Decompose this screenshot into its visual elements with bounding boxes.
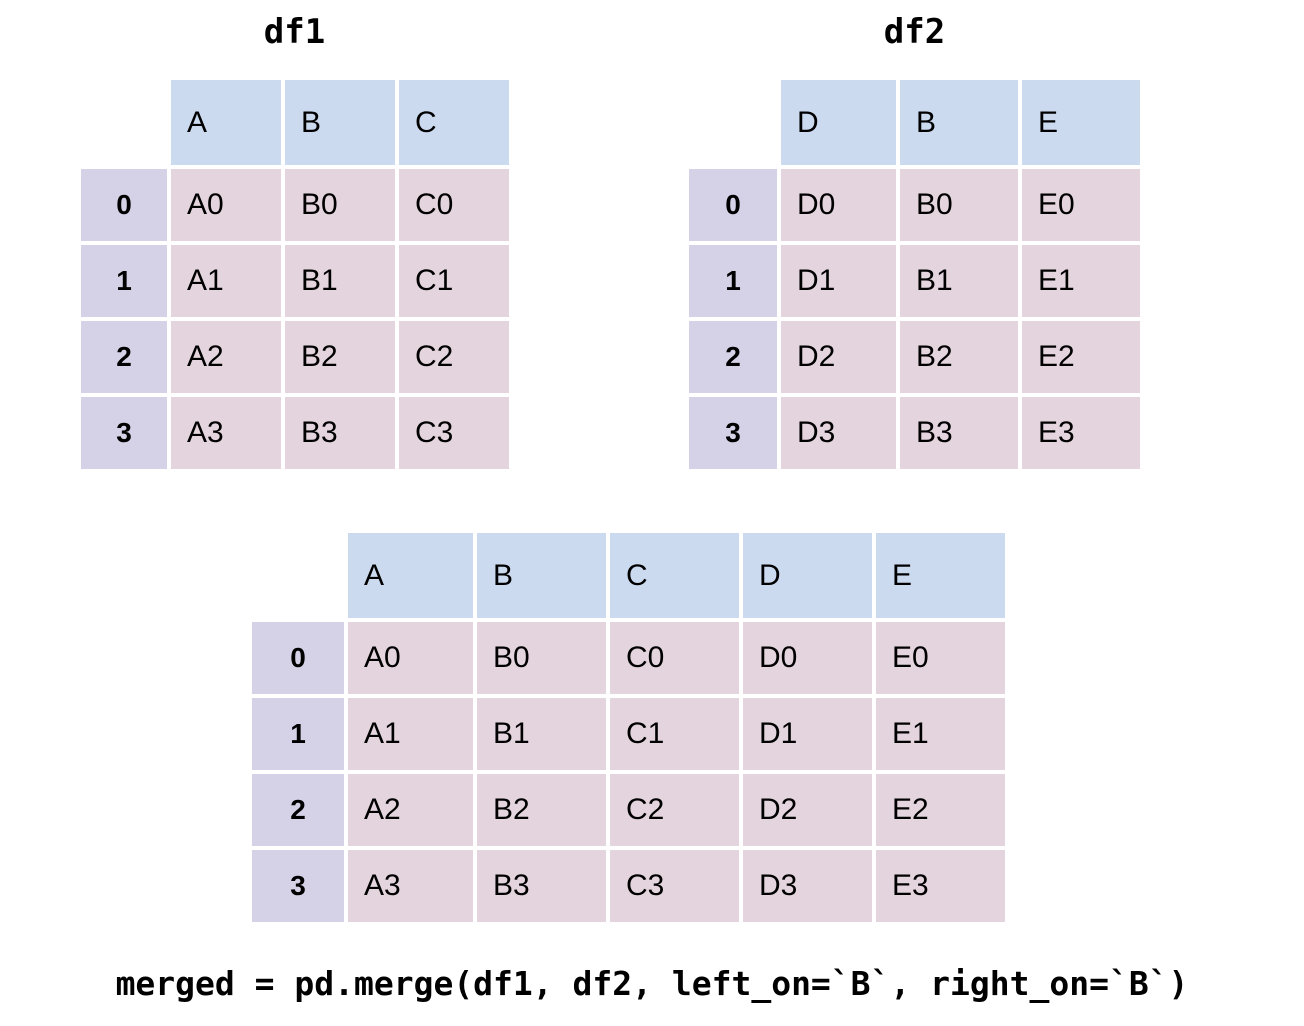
merged-cell-0-2: C0: [610, 622, 739, 694]
merged-row-index-3: 3: [252, 850, 344, 922]
df1-cell-2-1: B2: [285, 321, 395, 393]
merged-cell-0-3: D0: [743, 622, 872, 694]
df2-cell-1-1: B1: [900, 245, 1018, 317]
df1-cell-2-2: C2: [399, 321, 509, 393]
df1-grid: A B C 0 A0 B0 C0 1 A1 B1 C1 2 A2 B2 C2 3…: [81, 80, 509, 469]
df2-cell-0-2: E0: [1022, 169, 1140, 241]
merged-cell-3-1: B3: [477, 850, 606, 922]
df1-cell-1-1: B1: [285, 245, 395, 317]
merged-column-header-4: E: [876, 533, 1005, 618]
merged-cell-0-1: B0: [477, 622, 606, 694]
df1-column-header-1: B: [285, 80, 395, 165]
merged-column-header-0: A: [348, 533, 473, 618]
df1-cell-3-0: A3: [171, 397, 281, 469]
dataframe-df2: df2 D B E 0 D0 B0 E0 1 D1 B1 E1 2 D2 B2 …: [689, 10, 1140, 469]
merged-cell-3-2: C3: [610, 850, 739, 922]
merged-cell-2-3: D2: [743, 774, 872, 846]
df2-grid: D B E 0 D0 B0 E0 1 D1 B1 E1 2 D2 B2 E2 3…: [689, 80, 1140, 469]
merged-cell-1-3: D1: [743, 698, 872, 770]
df1-cell-1-0: A1: [171, 245, 281, 317]
df1-row-index-0: 0: [81, 169, 167, 241]
df1-row-index-2: 2: [81, 321, 167, 393]
df1-cell-3-1: B3: [285, 397, 395, 469]
merged-column-header-2: C: [610, 533, 739, 618]
merged-corner: [252, 533, 344, 618]
merged-cell-2-0: A2: [348, 774, 473, 846]
df2-cell-2-0: D2: [781, 321, 896, 393]
df1-column-header-0: A: [171, 80, 281, 165]
df2-cell-1-2: E1: [1022, 245, 1140, 317]
df2-cell-2-2: E2: [1022, 321, 1140, 393]
df1-column-header-2: C: [399, 80, 509, 165]
df2-corner: [689, 80, 777, 165]
merged-row-index-0: 0: [252, 622, 344, 694]
df2-row-index-3: 3: [689, 397, 777, 469]
df1-cell-2-0: A2: [171, 321, 281, 393]
merged-cell-0-4: E0: [876, 622, 1005, 694]
df1-corner: [81, 80, 167, 165]
df2-row-index-2: 2: [689, 321, 777, 393]
df2-column-header-0: D: [781, 80, 896, 165]
merged-cell-1-4: E1: [876, 698, 1005, 770]
df2-cell-3-0: D3: [781, 397, 896, 469]
merged-cell-1-2: C1: [610, 698, 739, 770]
df1-cell-3-2: C3: [399, 397, 509, 469]
df2-cell-3-2: E3: [1022, 397, 1140, 469]
code-statement: merged = pd.merge(df1, df2, left_on=`B`,…: [115, 964, 1189, 1003]
merged-cell-3-3: D3: [743, 850, 872, 922]
merged-grid: A B C D E 0 A0 B0 C0 D0 E0 1 A1 B1 C1 D1…: [252, 533, 1005, 922]
df1-cell-0-2: C0: [399, 169, 509, 241]
merged-cell-2-2: C2: [610, 774, 739, 846]
df2-cell-1-0: D1: [781, 245, 896, 317]
df2-cell-2-1: B2: [900, 321, 1018, 393]
merged-cell-3-0: A3: [348, 850, 473, 922]
dataframe-df1: df1 A B C 0 A0 B0 C0 1 A1 B1 C1 2 A2 B2 …: [81, 10, 509, 469]
merged-cell-1-0: A1: [348, 698, 473, 770]
dataframe-merged: A B C D E 0 A0 B0 C0 D0 E0 1 A1 B1 C1 D1…: [252, 533, 1005, 922]
df2-cell-0-0: D0: [781, 169, 896, 241]
df1-row-index-1: 1: [81, 245, 167, 317]
df1-title: df1: [263, 12, 326, 52]
df1-cell-0-0: A0: [171, 169, 281, 241]
merged-column-header-3: D: [743, 533, 872, 618]
df1-cell-1-2: C1: [399, 245, 509, 317]
merged-cell-1-1: B1: [477, 698, 606, 770]
df2-cell-3-1: B3: [900, 397, 1018, 469]
merged-cell-2-1: B2: [477, 774, 606, 846]
merged-row-index-1: 1: [252, 698, 344, 770]
df2-column-header-2: E: [1022, 80, 1140, 165]
merged-cell-0-0: A0: [348, 622, 473, 694]
df2-cell-0-1: B0: [900, 169, 1018, 241]
df2-row-index-1: 1: [689, 245, 777, 317]
df2-column-header-1: B: [900, 80, 1018, 165]
df1-cell-0-1: B0: [285, 169, 395, 241]
df2-title: df2: [883, 12, 946, 52]
merged-cell-3-4: E3: [876, 850, 1005, 922]
merged-cell-2-4: E2: [876, 774, 1005, 846]
merged-column-header-1: B: [477, 533, 606, 618]
merged-row-index-2: 2: [252, 774, 344, 846]
df2-row-index-0: 0: [689, 169, 777, 241]
df1-row-index-3: 3: [81, 397, 167, 469]
